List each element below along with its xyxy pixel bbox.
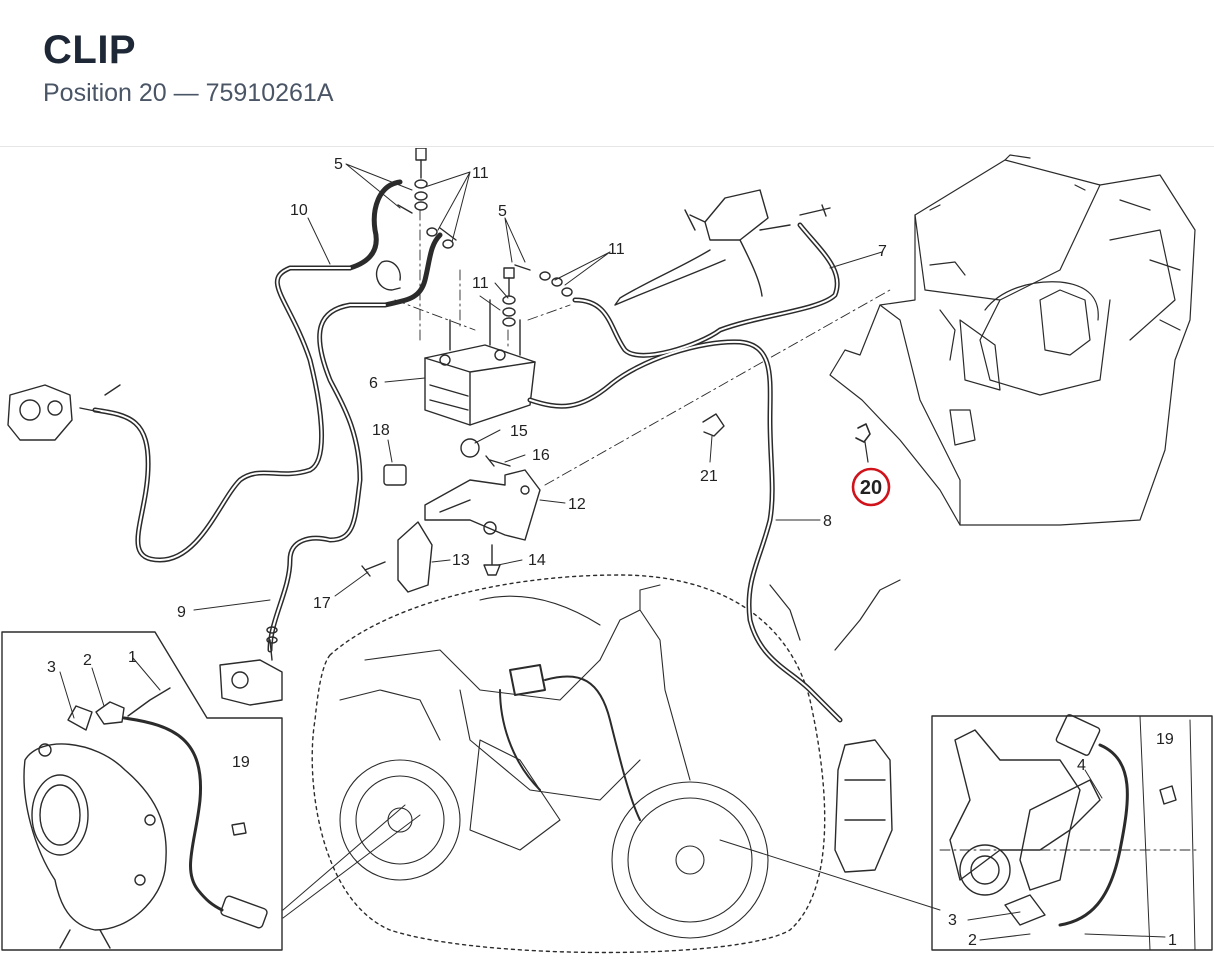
callout-15[interactable]: 15 [510, 423, 528, 440]
clip-20-leader [864, 441, 869, 463]
callout-19-rear[interactable]: 19 [232, 754, 250, 771]
motorcycle-zoom-outline [311, 574, 826, 954]
callout-3[interactable]: 3 [47, 659, 56, 676]
assembly-leader-lines [394, 209, 1201, 851]
callout-11-right[interactable]: 11 [608, 241, 625, 258]
callout-20[interactable]: 20 [860, 477, 882, 499]
callout-labels: 1 2 3 19 5 11 10 5 11 11 7 6 18 15 16 21… [47, 156, 1177, 949]
callout-14[interactable]: 14 [528, 552, 546, 569]
callout-19-front[interactable]: 19 [1156, 731, 1174, 748]
front-brake-caliper [769, 579, 901, 873]
rear-brake-caliper [7, 384, 121, 441]
callout-16[interactable]: 16 [532, 447, 550, 464]
callout-10[interactable]: 10 [290, 202, 308, 219]
callout-2-front[interactable]: 2 [968, 932, 977, 949]
callout-12[interactable]: 12 [568, 496, 586, 513]
grommet-15 [460, 438, 480, 458]
callout-3-front[interactable]: 3 [948, 912, 957, 929]
brake-hoses [92, 179, 843, 723]
clip-retainer [375, 260, 401, 291]
callout-5-middle[interactable]: 5 [498, 203, 507, 220]
callout-1-front[interactable]: 1 [1168, 932, 1177, 949]
highlight-position-20[interactable]: 20 [851, 467, 891, 507]
exploded-parts-diagram: 1 2 3 19 5 11 10 5 11 11 7 6 18 15 16 21… [1, 148, 1213, 954]
callout-leaders [59, 163, 1166, 941]
motorcycle-drawing [339, 584, 769, 939]
part-title: CLIP [43, 28, 137, 72]
clip-20-part [855, 423, 871, 443]
bracket-plate [397, 521, 433, 593]
clip-21 [702, 413, 725, 437]
callout-18[interactable]: 18 [372, 422, 390, 439]
rear-sensor-drawing [23, 687, 268, 949]
highlight-ring [851, 467, 891, 507]
front-master-cylinder [614, 189, 831, 306]
screw-16 [485, 455, 511, 467]
inset-right-frame [931, 715, 1213, 951]
page-header: CLIP Position 20 — 75910261A [0, 0, 1214, 147]
callout-1[interactable]: 1 [128, 649, 137, 666]
callout-17[interactable]: 17 [313, 595, 331, 612]
grommet-18 [383, 464, 407, 486]
callout-5-upper[interactable]: 5 [334, 156, 343, 173]
airbox-assembly [829, 154, 1196, 526]
screw-17 [361, 561, 386, 577]
callout-6[interactable]: 6 [369, 375, 378, 392]
abs-modulator-unit [424, 299, 536, 426]
rear-master-cylinder [219, 626, 283, 706]
callout-8[interactable]: 8 [823, 513, 832, 530]
callout-9[interactable]: 9 [177, 604, 186, 621]
inset-left-frame [1, 631, 283, 951]
callout-7[interactable]: 7 [878, 243, 887, 260]
callout-11-upper[interactable]: 11 [472, 165, 489, 182]
callout-4[interactable]: 4 [1077, 757, 1086, 774]
callout-11-middle[interactable]: 11 [472, 275, 489, 292]
callout-13[interactable]: 13 [452, 552, 470, 569]
callout-2[interactable]: 2 [83, 652, 92, 669]
abs-mounting-bracket [424, 469, 541, 541]
brake-hose-inner [94, 224, 841, 721]
banjo-bolts-washers [397, 148, 573, 327]
screw-14 [483, 544, 501, 576]
part-subtitle: Position 20 — 75910261A [43, 79, 334, 107]
front-sensor-drawing [949, 714, 1196, 951]
callout-21[interactable]: 21 [700, 468, 718, 485]
